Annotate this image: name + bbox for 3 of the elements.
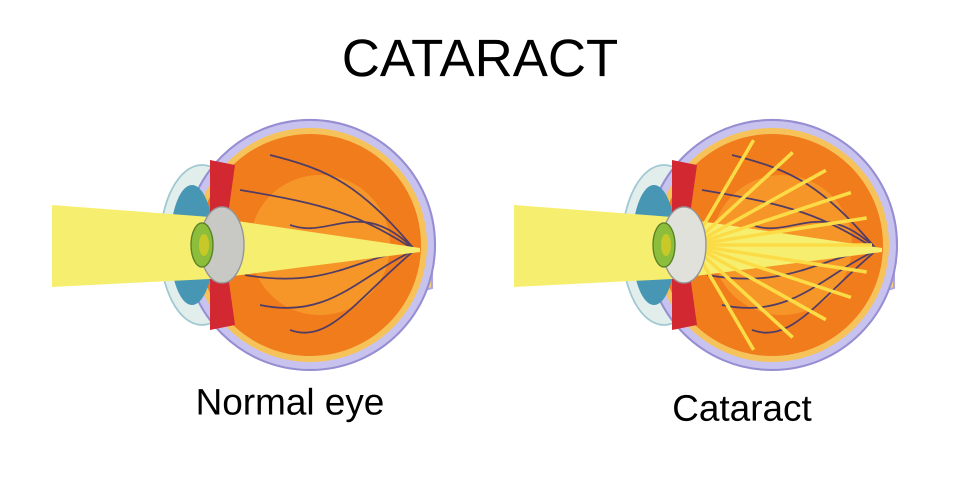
caption-label: Normal eye — [198, 388, 383, 422]
title: CATARACT — [344, 39, 617, 77]
caption-label: Cataract — [674, 394, 812, 422]
